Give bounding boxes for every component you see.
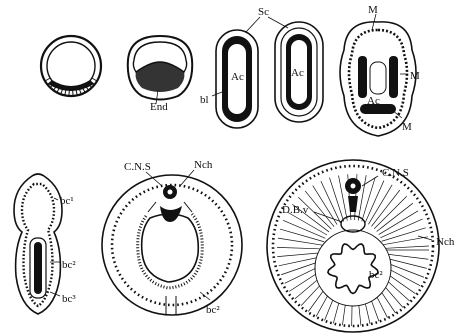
label-bc2b: bc² (206, 304, 220, 316)
label-bc2: bc² (62, 259, 76, 271)
label-sc: Sc (258, 6, 269, 18)
label-ac-c: Ac (367, 95, 380, 107)
stage-cross-section-early (102, 170, 242, 315)
label-end: End (150, 101, 168, 113)
stage-mesoderm-pouches (340, 14, 416, 136)
label-bc3: bc³ (62, 293, 76, 305)
label-bc2c: bc² (369, 269, 383, 281)
label-m1: M (368, 4, 378, 16)
label-ac-a: Ac (231, 71, 244, 83)
label-bc1: bc¹ (60, 195, 74, 207)
label-nch2: Nch (436, 236, 455, 248)
label-cns1: C.N.S (124, 161, 151, 173)
stage-body-cavities (14, 174, 62, 314)
label-ac-b: Ac (291, 67, 304, 79)
label-cns2: C.N.S (382, 167, 409, 179)
stage-blastula (41, 36, 101, 96)
stage-cross-section-late (267, 160, 439, 332)
label-bl: bl (200, 94, 209, 106)
label-dbv: D.B.v (282, 204, 309, 216)
label-nch1: Nch (194, 159, 213, 171)
stage-elongated-embryos (212, 17, 323, 128)
label-m3: M (402, 121, 412, 133)
stage-gastrula (128, 36, 192, 104)
label-m2: M (410, 70, 420, 82)
